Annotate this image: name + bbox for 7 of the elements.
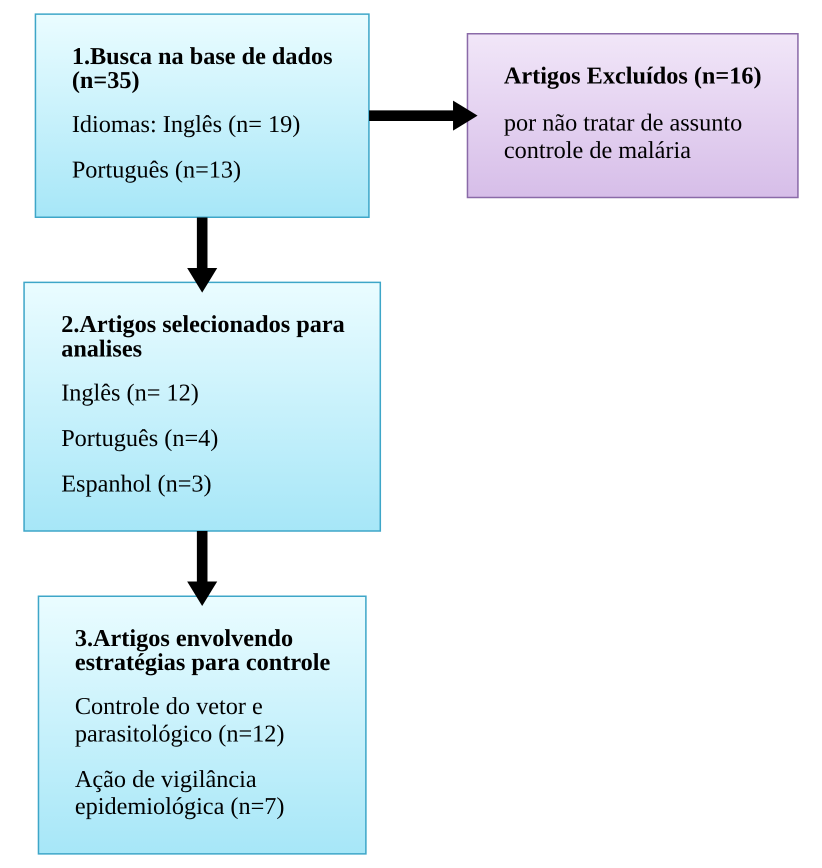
arrow [187,218,218,293]
arrow [187,531,218,606]
arrow [369,100,478,131]
node-box: 1.Busca na base de dados (n=35) Idiomas: Inglês (n= 19) Português (n=13) [34,13,370,218]
node-box: 3.Artigos envolvendo estratégias para controle Controle do vetor e parasitológico (n=12) Ação de vigilância epidemiológica (n=7) [38,595,367,855]
node-box: 2.Artigos selecionados para analises Inglês (n= 12) Português (n=4) Espanhol (n=3) [23,282,382,532]
node-box: Artigos Excluídos (n=16) por não tratar de assunto controle de malária [466,33,799,198]
